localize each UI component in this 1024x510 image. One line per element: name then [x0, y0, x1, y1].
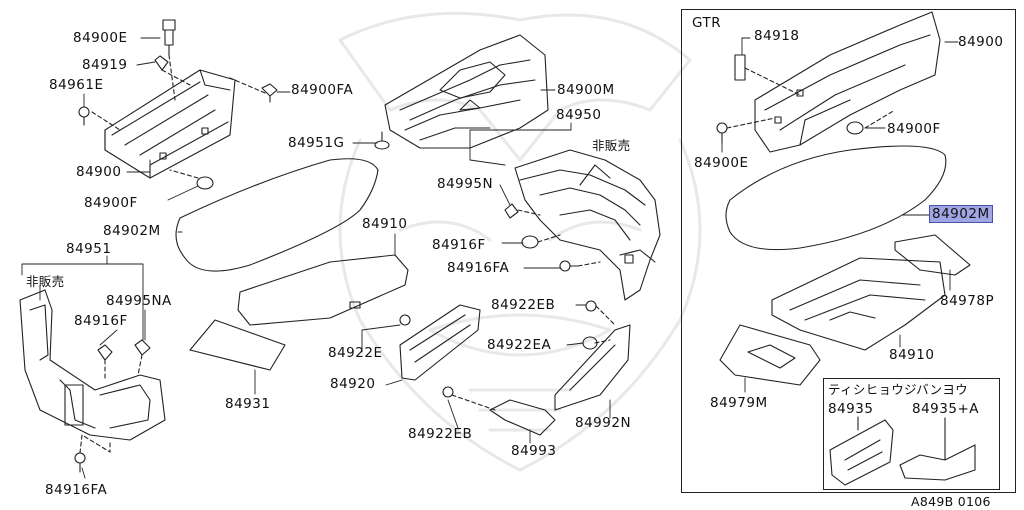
trim-84920 [399, 304, 481, 381]
callout-84916F-mid[interactable]: 84916F [432, 237, 486, 253]
callout-84902M-gtr-highlighted[interactable]: 84902M [929, 205, 993, 223]
gtr-title: GTR [692, 15, 722, 31]
inset-part-84935A [899, 417, 976, 481]
watermark-emblem [338, 11, 702, 472]
clip-84916FA-left [74, 452, 86, 473]
callout-84922EA[interactable]: 84922EA [487, 337, 552, 353]
mat-84910-mid [237, 254, 409, 326]
trim-84992N [554, 324, 631, 411]
callout-84992N[interactable]: 84992N [575, 415, 632, 431]
callout-84916FA-left[interactable]: 84916FA [45, 482, 108, 498]
leader-lines [21, 37, 611, 479]
callout-84993[interactable]: 84993 [511, 443, 557, 459]
clip-84916F-mid [521, 235, 539, 249]
callout-84922E[interactable]: 84922E [328, 345, 383, 361]
leader-dashed-upperleft [91, 54, 266, 179]
clip-84922E [399, 314, 411, 326]
gtr-mat-84902M [725, 145, 947, 251]
clip-84995N [504, 203, 519, 219]
gtr-leaders [721, 37, 959, 393]
inset-frame [823, 378, 1000, 490]
callout-84951[interactable]: 84951 [66, 241, 112, 257]
callout-84978P[interactable]: 84978P [940, 293, 995, 309]
callout-84950[interactable]: 84950 [556, 107, 602, 123]
clip-84961E [78, 106, 90, 126]
callout-84961E[interactable]: 84961E [49, 77, 104, 93]
callout-84922EB-bot[interactable]: 84922EB [408, 426, 473, 442]
clip-84900F-left [196, 176, 214, 190]
callout-84935A[interactable]: 84935+A [912, 401, 979, 417]
clip-84916FA-mid [559, 260, 579, 272]
callout-84900F-left[interactable]: 84900F [84, 195, 138, 211]
gtr-panel-84978P [894, 234, 971, 276]
clip-84919 [154, 55, 169, 71]
clip-84951G [374, 131, 390, 150]
clip-84922EB-bot [442, 386, 454, 398]
clip-84995NA [134, 339, 151, 356]
mat-84910-tab [349, 301, 361, 309]
callout-84902M-left[interactable]: 84902M [103, 223, 161, 239]
callout-84916FA-mid[interactable]: 84916FA [447, 260, 510, 276]
leader-dashed-gtr [726, 67, 896, 129]
inset-title: ティシヒョウジバンヨウ [828, 382, 968, 397]
gtr-bracket-84900 [754, 11, 941, 153]
gtr-frame [681, 9, 1016, 493]
clip-84916F-left [97, 344, 113, 361]
mat-84931 [189, 319, 286, 371]
not-for-sale-note-left: 非販売 [26, 274, 65, 289]
clip-84900FA-top [261, 83, 278, 103]
callout-84918[interactable]: 84918 [754, 28, 800, 44]
callout-84900E-gtr[interactable]: 84900E [694, 155, 749, 171]
callout-84916F-left[interactable]: 84916F [74, 313, 128, 329]
box-84950 [514, 149, 661, 301]
callout-84995N[interactable]: 84995N [437, 176, 494, 192]
callout-84900E-top[interactable]: 84900E [73, 30, 128, 46]
gtr-mat-84979M [719, 324, 821, 386]
clip-84922EB-top [585, 300, 597, 312]
callout-84910-mid[interactable]: 84910 [362, 216, 408, 232]
callout-84979M[interactable]: 84979M [710, 395, 768, 411]
clip-84900F-gtr [846, 121, 864, 135]
callout-84900-left[interactable]: 84900 [76, 164, 122, 180]
leader-dashed-lowermid [451, 305, 616, 411]
callout-84919[interactable]: 84919 [82, 57, 128, 73]
inset-part-84935 [829, 416, 894, 486]
callout-84920[interactable]: 84920 [330, 376, 376, 392]
box-84951 [19, 289, 166, 441]
not-for-sale-note-mid: 非販売 [592, 138, 631, 153]
leader-dashed-middle [517, 209, 601, 267]
callout-84935[interactable]: 84935 [828, 401, 874, 417]
callout-84922EB-top[interactable]: 84922EB [491, 297, 556, 313]
clip-84900E-top [162, 19, 176, 56]
figure-code: A849B 0106 [911, 494, 991, 509]
leader-dashed-lowerleft [79, 354, 143, 454]
trim-84993 [489, 399, 556, 436]
callout-84951G[interactable]: 84951G [288, 135, 345, 151]
part-84900-bracket [104, 69, 236, 179]
gtr-mat-84910 [771, 257, 946, 351]
callout-84931[interactable]: 84931 [225, 396, 271, 412]
mat-84902M-left [175, 158, 379, 272]
callout-84910-gtr[interactable]: 84910 [889, 347, 935, 363]
callout-84995NA[interactable]: 84995NA [106, 293, 172, 309]
callout-84900F-gtr[interactable]: 84900F [887, 121, 941, 137]
callout-84900M[interactable]: 84900M [557, 82, 615, 98]
panel-84900M [384, 34, 549, 149]
callout-84900-gtr[interactable]: 84900 [958, 34, 1004, 50]
callout-84900FA-top[interactable]: 84900FA [291, 82, 354, 98]
